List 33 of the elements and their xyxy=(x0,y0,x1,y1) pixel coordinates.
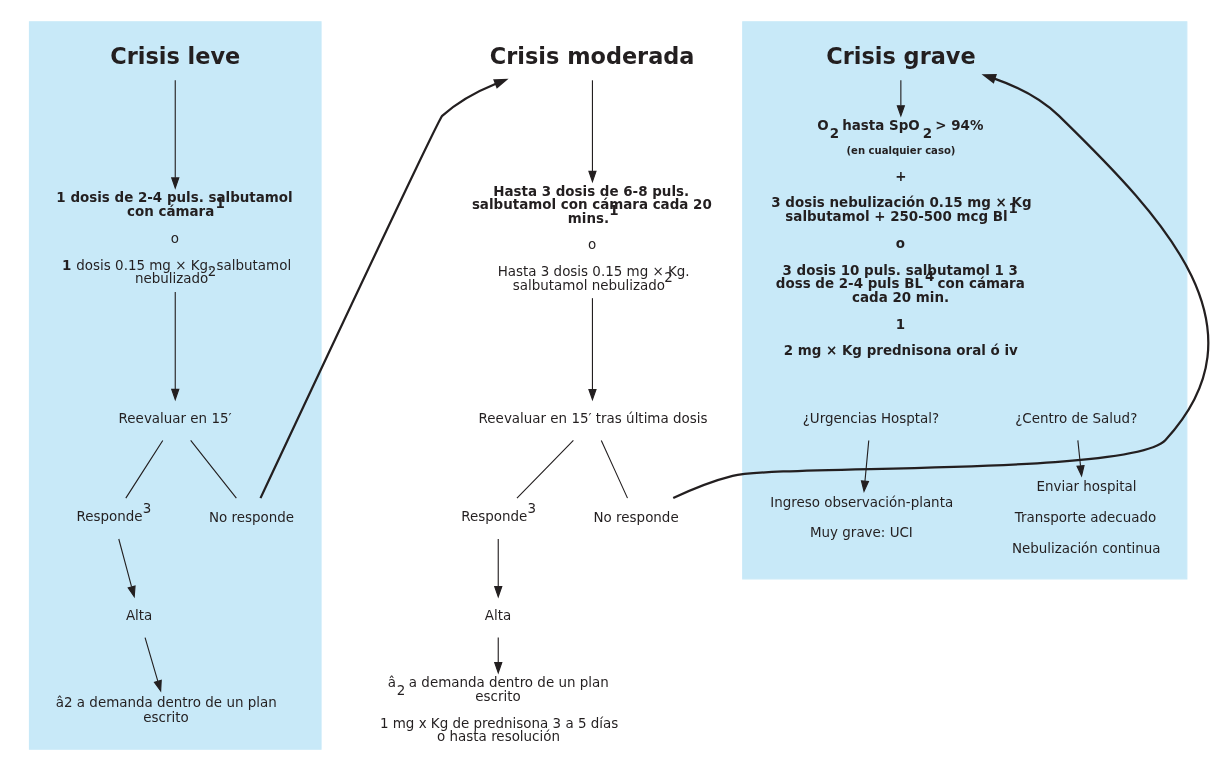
node-text: Reevaluar en 15′ xyxy=(118,411,232,427)
cluster xyxy=(28,21,322,750)
arrow xyxy=(170,291,180,402)
node-text: No responde xyxy=(593,509,679,525)
arrow xyxy=(259,78,509,499)
arrow xyxy=(588,79,597,184)
arrow xyxy=(860,439,870,493)
cluster xyxy=(742,21,1188,580)
node-text: Alta xyxy=(484,608,512,624)
node-text: Crisis leve xyxy=(110,43,241,70)
node-text: ¿Urgencias Hosptal? xyxy=(802,411,940,427)
arrow xyxy=(144,637,162,693)
node-text: Crisis moderada xyxy=(489,43,695,70)
node-text: Enviar hospital Transporte adecuado Nebulización continua xyxy=(1011,479,1161,556)
node-text: Reevaluar en 15′ tras última dosis xyxy=(478,411,708,427)
arrow xyxy=(493,538,503,599)
arrow xyxy=(896,79,906,118)
node-text: Crisis grave xyxy=(826,43,976,70)
arrow xyxy=(1076,439,1085,478)
node-text: Alta xyxy=(125,608,153,624)
connector xyxy=(190,439,237,499)
node-text: â2 a demanda dentro de un plan escrito xyxy=(55,695,277,725)
connector xyxy=(516,439,574,499)
arrow xyxy=(493,637,503,675)
arrow xyxy=(170,79,180,190)
node-text: Ingreso observación-planta Muy grave: UCI xyxy=(770,494,954,541)
node-text: No responde xyxy=(208,509,295,525)
arrow xyxy=(118,538,136,599)
arrow xyxy=(588,297,597,402)
arrow xyxy=(672,74,1209,500)
connector xyxy=(600,439,629,499)
node-text: ¿Centro de Salud? xyxy=(1015,411,1138,427)
connector xyxy=(125,439,164,499)
